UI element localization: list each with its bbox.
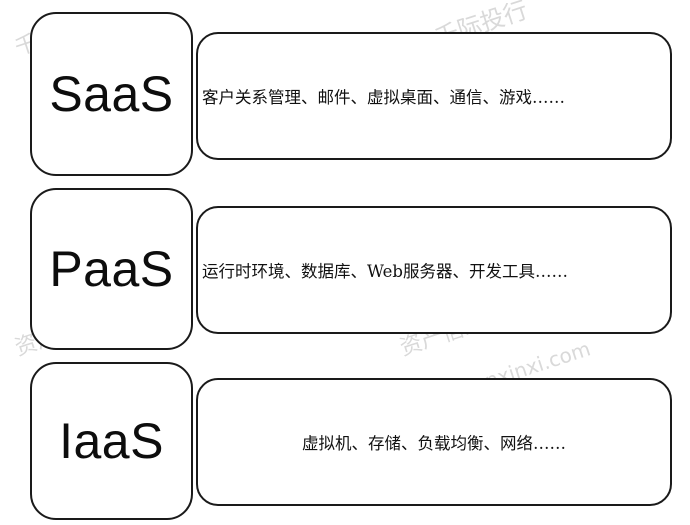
layer-label-box-paas: PaaS — [30, 188, 193, 350]
layer-description-iaas: 虚拟机、存储、负载均衡、网络…… — [302, 434, 566, 453]
layer-label-box-saas: SaaS — [30, 12, 193, 176]
layer-description-paas: 运行时环境、数据库、Web服务器、开发工具…… — [202, 262, 568, 281]
layer-label-iaas: IaaS — [59, 413, 164, 469]
layer-description-saas: 客户关系管理、邮件、虚拟桌面、通信、游戏…… — [202, 88, 565, 107]
layer-description-box-iaas: 虚拟机、存储、负载均衡、网络…… — [196, 378, 672, 506]
layer-label-saas: SaaS — [49, 66, 174, 122]
layer-label-paas: PaaS — [49, 241, 174, 297]
layer-description-box-paas: 运行时环境、数据库、Web服务器、开发工具…… — [196, 206, 672, 334]
layer-label-box-iaas: IaaS — [30, 362, 193, 520]
layer-description-box-saas: 客户关系管理、邮件、虚拟桌面、通信、游戏…… — [196, 32, 672, 160]
